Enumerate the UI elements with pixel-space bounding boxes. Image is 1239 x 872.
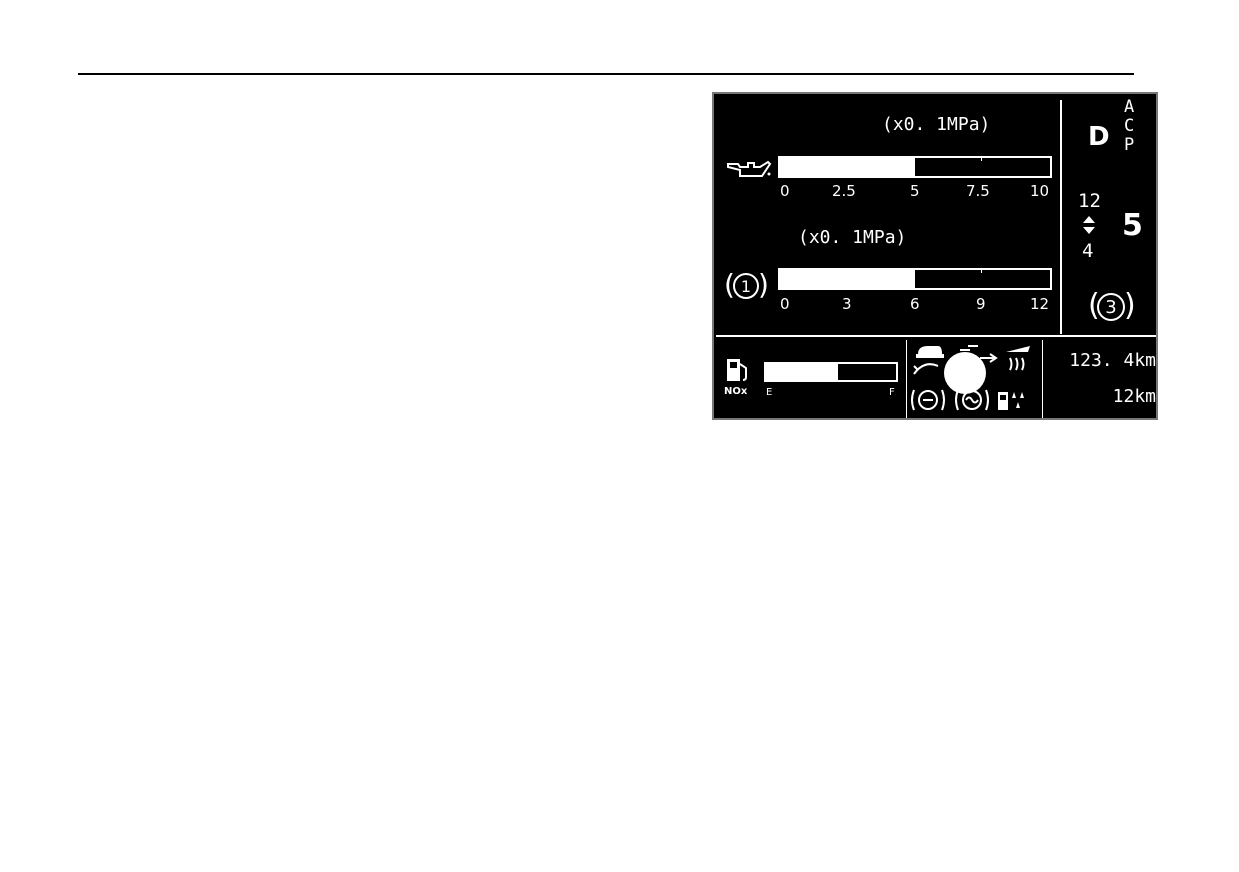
oil-pressure-unit: (x0. 1MPa) [882, 114, 991, 135]
nox-label: NOx [724, 386, 748, 397]
left-paren: ( [724, 268, 735, 301]
right-paren: ) [758, 268, 769, 301]
mode-c: C [1124, 116, 1135, 136]
warning-icons-cluster [911, 345, 1030, 411]
transmission-mode: D [1088, 122, 1110, 152]
bar-divider [914, 270, 915, 273]
page-header-rule [78, 73, 1134, 75]
bar-divider [847, 158, 848, 161]
air-pressure-fill [780, 270, 915, 288]
fuel-level-fill [766, 364, 838, 380]
oil-pressure-bar [778, 156, 1052, 178]
circled-number: 1 [733, 273, 759, 299]
oil-can-icon [727, 160, 772, 177]
warning-area-divider [906, 340, 907, 418]
gear-range-bottom: 4 [1082, 240, 1094, 262]
transmission-indicator-icon: ( 3 ) [1088, 288, 1136, 324]
range-distance: 12km [1112, 386, 1156, 407]
oil-tick-3: 7.5 [966, 182, 990, 200]
exhaust-arrow-icon [960, 345, 998, 363]
oil-tick-4: 10 [1030, 182, 1050, 200]
mode-p: P [1124, 135, 1135, 155]
left-paren: ( [1088, 288, 1100, 323]
mode-a: A [1124, 97, 1135, 117]
heater-icon [1006, 346, 1030, 371]
trip-distance: 123. 4km [1069, 350, 1156, 371]
air-tick-1: 3 [842, 295, 852, 313]
oil-tick-1: 2.5 [832, 182, 856, 200]
gear-range-top: 12 [1078, 190, 1101, 212]
brake-air-icon: ( 1 ) [724, 268, 769, 302]
right-paren: ) [1124, 288, 1136, 323]
brake-warning-icon [911, 389, 945, 411]
bar-divider [981, 270, 982, 273]
oil-tick-2: 5 [910, 182, 920, 200]
bar-divider [831, 364, 832, 367]
fuel-level-bar [764, 362, 898, 382]
bar-divider [981, 158, 982, 161]
panel-divider [1060, 100, 1062, 334]
fuel-full-label: F [889, 387, 895, 398]
air-tick-3: 9 [976, 295, 986, 313]
fuel-pump-icon [727, 359, 747, 381]
air-tick-4: 12 [1030, 295, 1050, 313]
bar-divider [847, 270, 848, 273]
air-tick-2: 6 [910, 295, 920, 313]
callout-marker [944, 352, 986, 394]
current-gear: 5 [1122, 208, 1143, 243]
vehicle-warning-icon [913, 346, 944, 375]
air-tick-0: 0 [780, 295, 790, 313]
up-down-arrow-icon [1083, 216, 1095, 234]
bottom-strip-divider [716, 335, 1156, 337]
oil-tick-0: 0 [780, 182, 790, 200]
fuel-empty-label: E [766, 387, 773, 398]
fuel-water-icon [998, 392, 1024, 410]
bar-divider [914, 158, 915, 161]
oil-pressure-fill [780, 158, 915, 176]
air-pressure-bar [778, 268, 1052, 290]
odometer-divider [1042, 340, 1043, 418]
air-pressure-unit: (x0. 1MPa) [798, 227, 907, 248]
instrument-display: (x0. 1MPa) 0 2.5 5 7.5 10 (x0. 1MPa) ( 1… [712, 92, 1158, 420]
circled-number: 3 [1097, 293, 1125, 321]
